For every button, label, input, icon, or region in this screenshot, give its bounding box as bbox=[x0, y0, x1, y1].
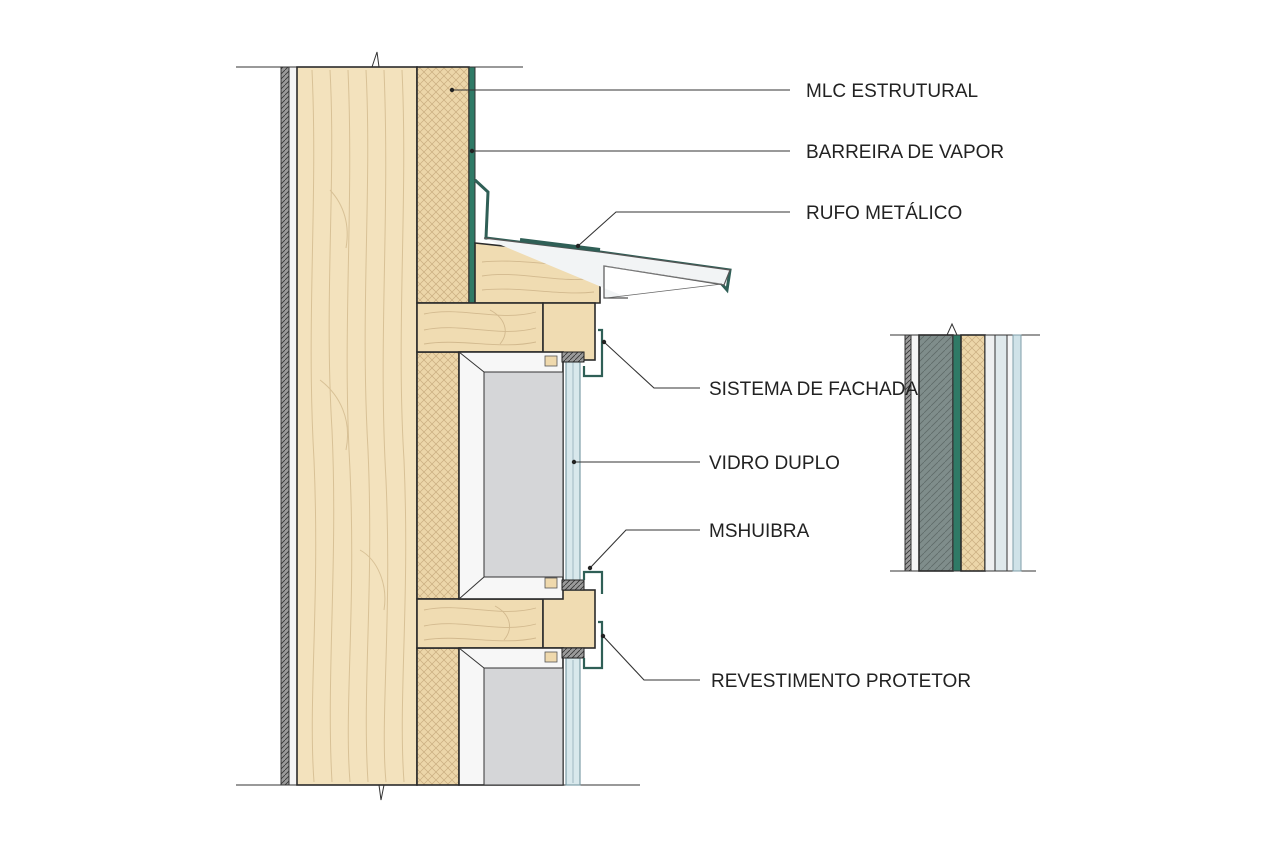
labels: MLC ESTRUTURAL BARREIRA DE VAPOR RUFO ME… bbox=[709, 81, 1004, 692]
label-mlc-estrutural: MLC ESTRUTURAL bbox=[806, 81, 978, 102]
upper-transom bbox=[416, 302, 596, 361]
metal-flashing bbox=[473, 178, 732, 299]
vapor-barrier bbox=[468, 66, 476, 304]
interior-lining bbox=[280, 66, 298, 786]
gaskets bbox=[544, 351, 585, 663]
leader-lines bbox=[449, 87, 790, 681]
inset-section bbox=[890, 322, 1040, 572]
label-revestimento-protetor: REVESTIMENTO PROTETOR bbox=[711, 671, 971, 692]
label-mshuibra: MSHUIBRA bbox=[709, 521, 810, 542]
window-frame-lower bbox=[458, 647, 564, 786]
label-vidro-duplo: VIDRO DUPLO bbox=[709, 453, 840, 474]
glulam-column bbox=[296, 66, 418, 786]
double-glazing bbox=[565, 359, 581, 786]
label-barreira-de-vapor: BARREIRA DE VAPOR bbox=[806, 142, 1004, 163]
main-section bbox=[236, 51, 732, 801]
label-sistema-de-fachada: SISTEMA DE FACHADA bbox=[709, 379, 918, 400]
label-rufo-metalico: RUFO METÁLICO bbox=[806, 203, 962, 224]
pressure-caps bbox=[582, 328, 604, 670]
window-frame-upper bbox=[458, 351, 564, 600]
